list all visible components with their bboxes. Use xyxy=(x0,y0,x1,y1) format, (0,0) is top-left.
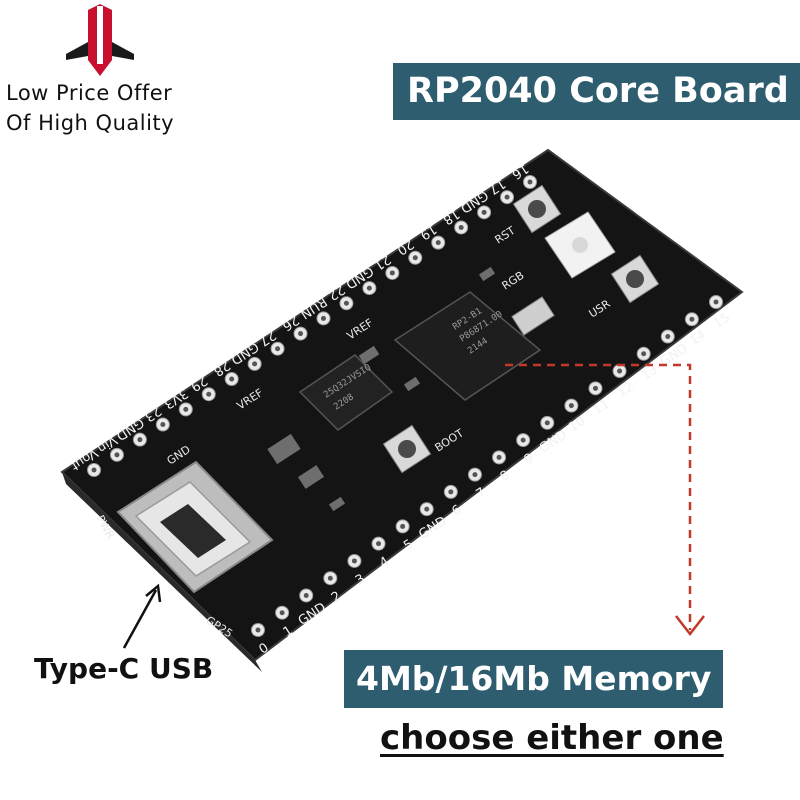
usb-c-connector xyxy=(116,460,274,594)
memory-callout-arrow xyxy=(505,363,705,637)
pcb-edge xyxy=(62,472,262,672)
usb-type-c-label: Type-C USB xyxy=(34,652,214,685)
top-pin-hole-center xyxy=(389,270,395,276)
top-pin-hole-center xyxy=(206,391,212,397)
top-pin-hole-center xyxy=(160,422,166,428)
brand-logo xyxy=(60,2,140,80)
bottom-pin-label: 7 xyxy=(473,485,488,502)
slogan-line-1: Low Price Offer xyxy=(6,81,173,105)
crystal-oscillator xyxy=(511,296,555,336)
bottom-pin-hole-center xyxy=(472,472,478,478)
usb-callout-arrow xyxy=(122,583,162,649)
bottom-pin-hole-center xyxy=(424,506,430,512)
top-pin-hole-center xyxy=(275,346,281,352)
rst-button xyxy=(512,184,562,234)
boot-button xyxy=(382,424,432,474)
bottom-pin-hole-center xyxy=(713,299,719,305)
bottom-pin-hole-center xyxy=(544,420,550,426)
bottom-pin-hole-center xyxy=(400,523,406,529)
bottom-pin-hole-center xyxy=(568,403,574,409)
top-pin-hole-center xyxy=(343,300,349,306)
rp2040-mcu-chip: RP2-B1 P86871.00 2144 xyxy=(393,291,542,401)
bottom-pin-hole-center xyxy=(689,316,695,322)
bottom-pin-hole-center xyxy=(520,437,526,443)
top-pin-hole-center xyxy=(504,194,510,200)
bottom-pin-hole-center xyxy=(496,454,502,460)
top-pin-hole-center xyxy=(298,331,304,337)
bottom-pin-hole-center xyxy=(303,592,309,598)
bottom-pin-hole-center xyxy=(351,558,357,564)
top-pin-hole-center xyxy=(412,255,418,261)
rocket-shield-icon xyxy=(66,4,134,76)
brand-slogan: Low Price Offer Of High Quality xyxy=(6,78,174,138)
smd-components xyxy=(267,266,496,512)
bottom-pin-label: 9 xyxy=(522,451,537,468)
bottom-pin-hole-center xyxy=(376,541,382,547)
top-pin-hole-center xyxy=(527,179,533,185)
top-pin-hole-center xyxy=(252,361,258,367)
top-pin-hole-center xyxy=(229,376,235,382)
top-pin-hole-center xyxy=(320,315,326,321)
top-pin-hole-center xyxy=(137,437,143,443)
bottom-pin-label: 8 xyxy=(498,468,513,485)
bottom-pin-hole-center xyxy=(617,368,623,374)
bottom-pin-hole-center xyxy=(592,385,598,391)
bottom-pin-hole-center xyxy=(641,351,647,357)
bottom-pin-hole-center xyxy=(665,334,671,340)
top-pin-hole-center xyxy=(366,285,372,291)
rgb-led xyxy=(544,211,616,279)
top-pin-hole-center xyxy=(183,406,189,412)
bottom-pin-label: 6 xyxy=(449,502,464,519)
memory-banner: 4Mb/16Mb Memory xyxy=(344,650,724,708)
top-pin-hole-center xyxy=(481,209,487,215)
bottom-pin-hole-center xyxy=(448,489,454,495)
slogan-line-2: Of High Quality xyxy=(6,111,175,135)
product-title-banner: RP2040 Core Board xyxy=(393,63,800,120)
pcb-body xyxy=(60,148,744,662)
bottom-pin-hole-center xyxy=(279,610,285,616)
bottom-pin-hole-center xyxy=(255,627,261,633)
memory-choice-note: choose either one xyxy=(380,718,724,758)
top-pin-hole-center xyxy=(114,452,120,458)
top-pin-hole-center xyxy=(91,467,97,473)
top-pin-hole-center xyxy=(435,240,441,246)
top-pin-hole-center xyxy=(458,224,464,230)
usr-button xyxy=(610,254,660,304)
bottom-pin-hole-center xyxy=(327,575,333,581)
